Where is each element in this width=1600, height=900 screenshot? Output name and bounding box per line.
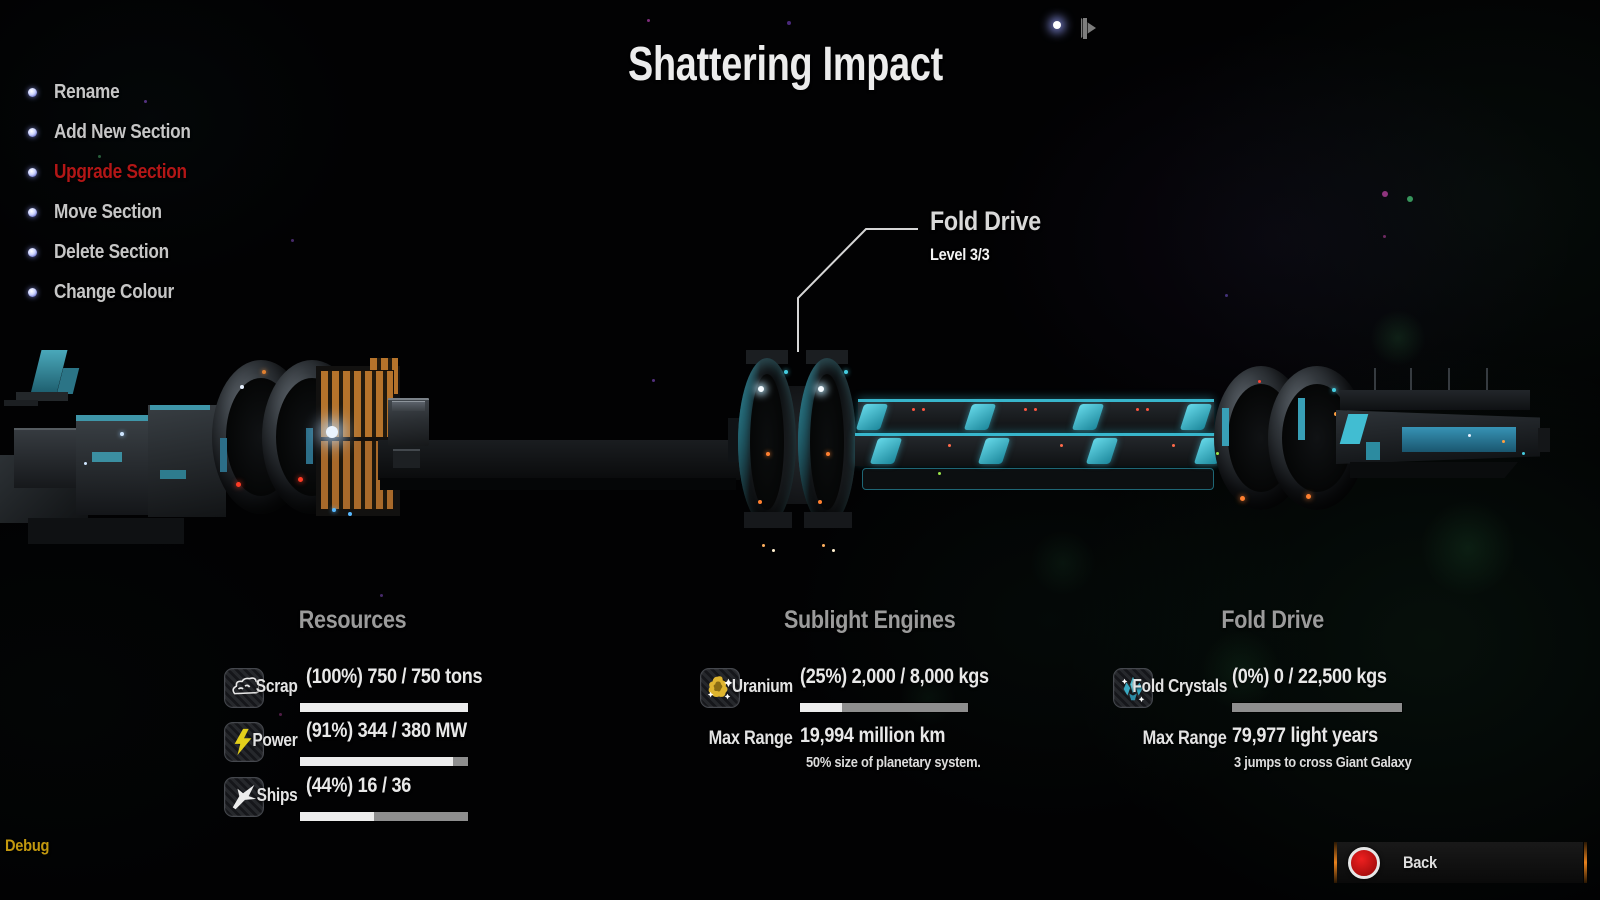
star bbox=[787, 21, 791, 25]
uranium-value: (25%) 2,000 / 8,000 kgs bbox=[800, 665, 989, 688]
sublight-max-range-value: 19,994 million km bbox=[800, 724, 946, 747]
fold-crystals-icon bbox=[1113, 668, 1153, 708]
bullet-icon bbox=[28, 87, 37, 97]
nebula-bokeh bbox=[1030, 530, 1096, 596]
nebula-bokeh bbox=[1420, 500, 1516, 596]
star bbox=[447, 724, 450, 727]
menu-item-delete-section[interactable]: Delete Section bbox=[28, 232, 213, 272]
fold-max-range-value: 79,977 light years bbox=[1232, 724, 1378, 747]
power-label: Power bbox=[252, 730, 298, 750]
bullet-icon bbox=[28, 247, 37, 257]
fold-drive-panel-title: Fold Drive bbox=[1221, 606, 1325, 634]
star bbox=[98, 155, 101, 158]
debug-button[interactable]: Debug bbox=[5, 836, 50, 855]
star bbox=[1383, 235, 1386, 238]
skip-to-end-icon[interactable] bbox=[1081, 17, 1096, 39]
ships-icon bbox=[224, 777, 264, 817]
star bbox=[1225, 294, 1228, 297]
bullet-icon bbox=[28, 167, 37, 177]
controller-b-button-icon bbox=[1348, 846, 1380, 879]
bullet-icon bbox=[28, 207, 37, 217]
star bbox=[1382, 191, 1388, 197]
section-menu: Rename Add New Section Upgrade Section M… bbox=[28, 72, 213, 312]
scrap-progress-bar bbox=[300, 703, 468, 712]
ships-value: (44%) 16 / 36 bbox=[306, 774, 412, 797]
ship-tail-section bbox=[1340, 390, 1530, 410]
bullet-icon bbox=[28, 127, 37, 137]
sublight-max-range-note: 50% size of planetary system. bbox=[806, 754, 981, 771]
sublight-engines-panel-title: Sublight Engines bbox=[784, 606, 956, 634]
star bbox=[291, 239, 294, 242]
scrap-label: Scrap bbox=[256, 676, 298, 696]
fold-crystals-value: (0%) 0 / 22,500 kgs bbox=[1232, 665, 1387, 688]
fold-crystals-label: Fold Crystals bbox=[1132, 676, 1227, 696]
callout-section-name: Fold Drive bbox=[930, 206, 1041, 236]
star bbox=[1407, 196, 1413, 202]
uranium-progress-bar bbox=[800, 703, 968, 712]
fold-crystals-progress-bar bbox=[1232, 703, 1402, 712]
menu-item-move-section[interactable]: Move Section bbox=[28, 192, 213, 232]
star bbox=[380, 594, 383, 597]
end-bar bbox=[1083, 17, 1087, 39]
fold-max-range-label: Max Range bbox=[1143, 728, 1227, 749]
power-value: (91%) 344 / 380 MW bbox=[306, 719, 467, 742]
uranium-icon bbox=[700, 668, 740, 708]
nebula-bokeh bbox=[1200, 630, 1280, 710]
bullet-icon bbox=[28, 287, 37, 297]
star bbox=[144, 100, 147, 103]
callout-section-level: Level 3/3 bbox=[930, 245, 990, 264]
ship-engine-rail-section bbox=[858, 399, 1214, 432]
menu-item-upgrade-section[interactable]: Upgrade Section bbox=[28, 152, 213, 192]
menu-item-add-new-section[interactable]: Add New Section bbox=[28, 112, 213, 152]
star bbox=[1053, 21, 1061, 29]
power-icon bbox=[224, 722, 264, 762]
page-title: Shattering Impact bbox=[627, 35, 943, 91]
scrap-icon bbox=[224, 668, 264, 708]
fold-max-range-note: 3 jumps to cross Giant Galaxy bbox=[1234, 754, 1412, 771]
star bbox=[279, 713, 282, 716]
menu-item-rename[interactable]: Rename bbox=[28, 72, 213, 112]
scrap-value: (100%) 750 / 750 tons bbox=[306, 665, 483, 688]
ships-label: Ships bbox=[257, 785, 298, 805]
ships-progress-bar bbox=[300, 812, 468, 821]
star bbox=[647, 19, 650, 22]
menu-item-change-colour[interactable]: Change Colour bbox=[28, 272, 213, 312]
nebula-bokeh bbox=[1370, 310, 1426, 366]
star bbox=[652, 379, 655, 382]
back-button[interactable]: Back bbox=[1334, 842, 1587, 883]
back-button-label: Back bbox=[1403, 852, 1437, 872]
uranium-label: Uranium bbox=[732, 676, 793, 696]
resources-panel-title: Resources bbox=[299, 606, 407, 634]
power-progress-bar bbox=[300, 757, 468, 766]
sublight-max-range-label: Max Range bbox=[709, 728, 793, 749]
nebula-bokeh bbox=[900, 670, 956, 726]
